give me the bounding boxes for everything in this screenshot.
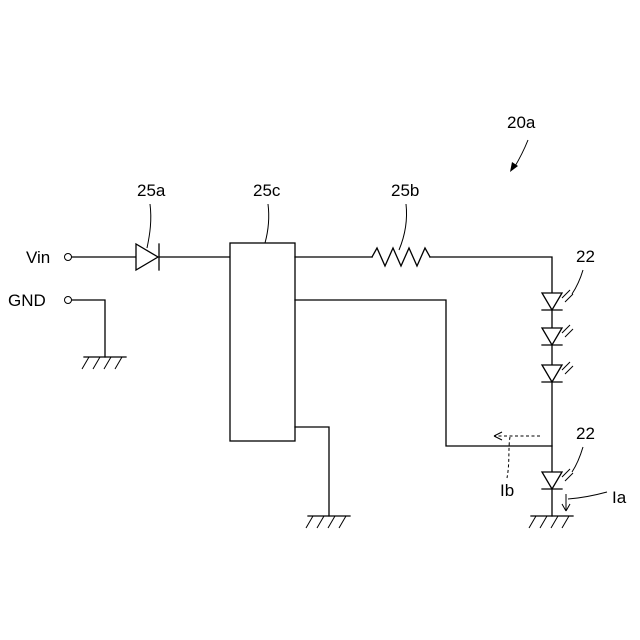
control-block-label: 25c	[253, 181, 281, 200]
vin-terminal	[65, 254, 72, 261]
control-block-25c	[230, 243, 295, 441]
ground-symbol-led	[529, 516, 573, 528]
gnd-label: GND	[8, 291, 46, 310]
resistor-leader	[399, 204, 407, 250]
led-upper-leader	[572, 270, 583, 294]
current-ia-arrow	[562, 492, 607, 511]
gnd-terminal	[65, 297, 72, 304]
led-lower-label: 22	[576, 424, 595, 443]
current-ib-label: Ib	[500, 481, 514, 500]
diode-label: 25a	[137, 181, 166, 200]
current-ib-arrow	[494, 432, 540, 478]
control-block-leader	[265, 204, 269, 243]
led-lower	[542, 472, 562, 516]
led-emission-marks-lower	[562, 469, 573, 481]
resistor-label: 25b	[391, 181, 419, 200]
resistor-25b	[372, 248, 430, 266]
led-string-upper	[542, 293, 562, 472]
current-ia-label: Ia	[612, 488, 627, 507]
figure-ref-number: 20a	[507, 113, 536, 132]
diode-leader	[147, 204, 151, 248]
vin-label: Vin	[26, 248, 50, 267]
led-lower-leader	[572, 447, 583, 472]
led-group-upper-label: 22	[576, 247, 595, 266]
ground-symbol-gnd	[82, 357, 126, 369]
ref-leader-arrow	[510, 140, 528, 172]
led-emission-marks-upper	[562, 290, 573, 374]
ground-symbol-block	[306, 516, 350, 528]
